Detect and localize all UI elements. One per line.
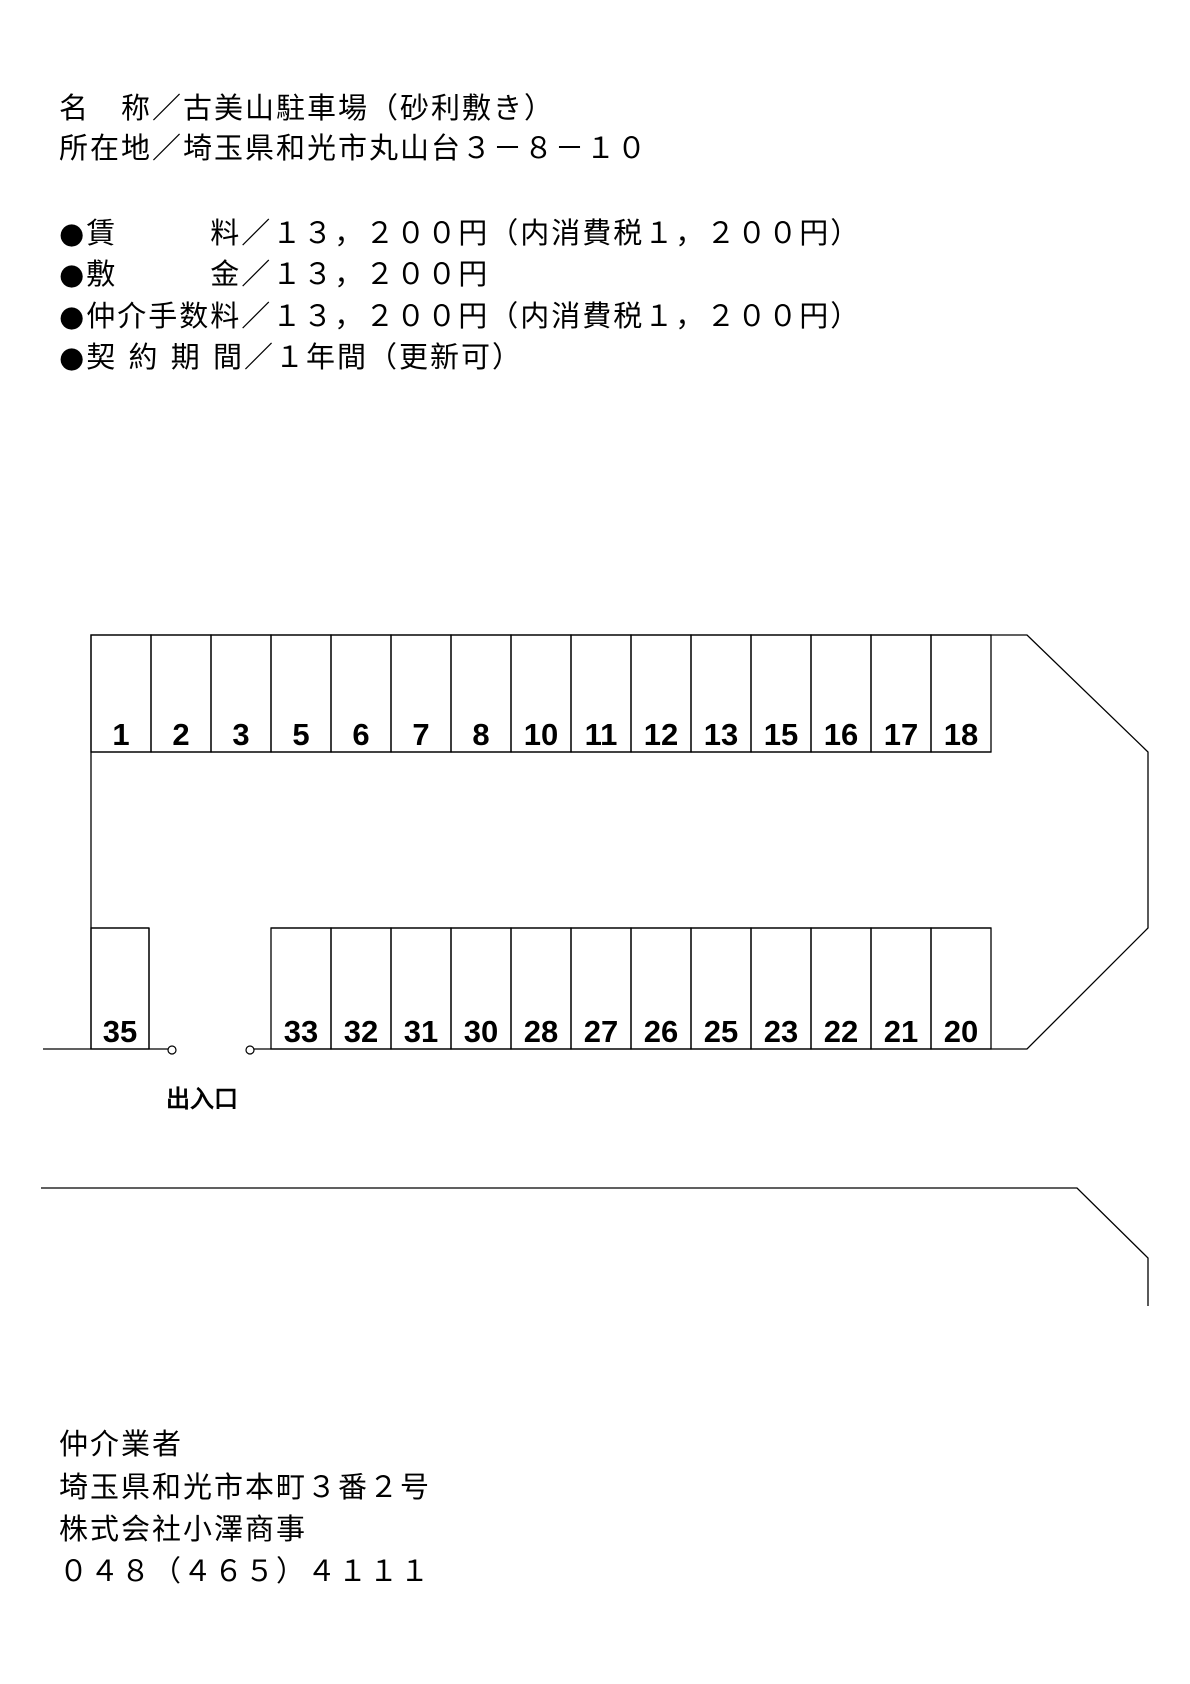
parking-stall-17-number: 17 xyxy=(884,717,918,752)
broker-phone: ０４８（４６５）４１１１ xyxy=(59,1554,432,1588)
parking-stall-20 xyxy=(930,927,992,1050)
parking-stall-7-number: 7 xyxy=(412,717,429,752)
term-deposit: ●敷 金／１３，２００円 xyxy=(59,257,490,291)
parking-stall-23-number: 23 xyxy=(764,1014,798,1049)
broker-address: 埼玉県和光市本町３番２号 xyxy=(59,1470,432,1504)
parking-stall-20-number: 20 xyxy=(944,1014,978,1049)
broker-company: 株式会社小澤商事 xyxy=(59,1512,308,1546)
parking-stall-16-number: 16 xyxy=(824,717,858,752)
parking-stall-13-number: 13 xyxy=(704,717,738,752)
parking-stall-26-number: 26 xyxy=(644,1014,678,1049)
parking-stall-5-number: 5 xyxy=(292,717,309,752)
parking-stall-18-number: 18 xyxy=(944,717,978,752)
road-outline xyxy=(41,1187,1149,1306)
broker-title: 仲介業者 xyxy=(59,1427,184,1461)
parking-stall-15-number: 15 xyxy=(764,717,798,752)
parking-stall-18 xyxy=(930,634,992,753)
gate-post-right xyxy=(245,1045,255,1055)
entrance-label: 出入口 xyxy=(166,1085,238,1113)
parking-stall-10-number: 10 xyxy=(524,717,558,752)
parking-stall-35 xyxy=(90,927,150,1050)
parking-stall-2-number: 2 xyxy=(172,717,189,752)
term-contract-period: ●契 約 期 間／１年間（更新可） xyxy=(59,340,523,374)
parking-stall-22-number: 22 xyxy=(824,1014,858,1049)
parking-stall-11-number: 11 xyxy=(585,717,618,752)
term-rent: ●賃 料／１３，２００円（内消費税１，２００円） xyxy=(59,216,862,250)
parking-stall-35-number: 35 xyxy=(103,1014,137,1049)
property-name: 名 称／古美山駐車場（砂利敷き） xyxy=(59,91,556,125)
parking-stall-28-number: 28 xyxy=(524,1014,558,1049)
parking-stall-33-number: 33 xyxy=(284,1014,318,1049)
parking-stall-8-number: 8 xyxy=(472,717,489,752)
parking-stall-3-number: 3 xyxy=(232,717,249,752)
parking-stall-1-number: 1 xyxy=(112,717,129,752)
term-brokerage-fee: ●仲介手数料／１３，２００円（内消費税１，２００円） xyxy=(59,299,862,333)
parking-stall-32-number: 32 xyxy=(344,1014,378,1049)
parking-stall-30-number: 30 xyxy=(464,1014,498,1049)
parking-stall-12-number: 12 xyxy=(644,717,678,752)
parking-stall-6-number: 6 xyxy=(352,717,369,752)
property-address: 所在地／埼玉県和光市丸山台３－８－１０ xyxy=(59,131,649,165)
parking-stall-21-number: 21 xyxy=(884,1014,918,1049)
gate-post-left xyxy=(167,1045,177,1055)
parking-stall-27-number: 27 xyxy=(584,1014,618,1049)
parking-stall-31-number: 31 xyxy=(404,1014,438,1049)
lot-outline xyxy=(43,634,1149,1050)
parking-stall-25-number: 25 xyxy=(704,1014,738,1049)
